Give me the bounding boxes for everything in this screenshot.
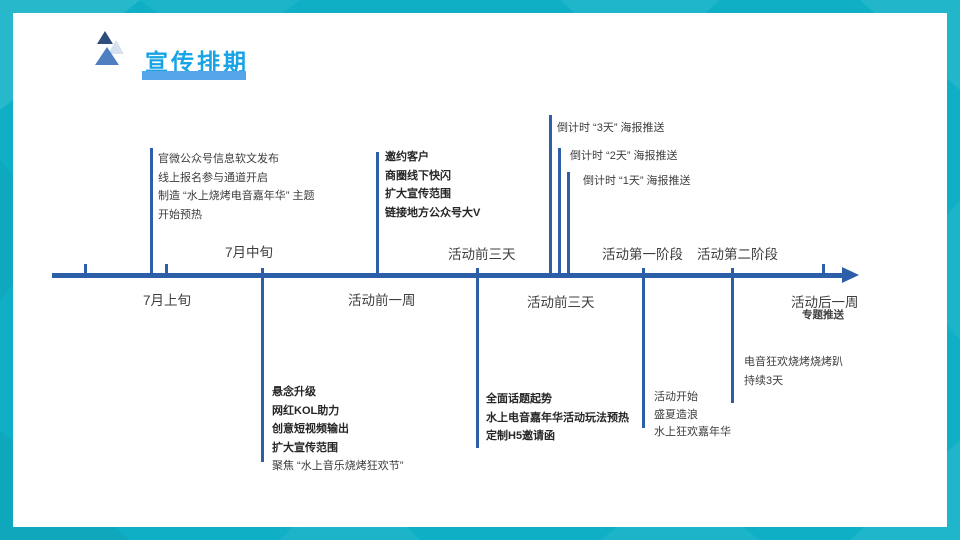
note-line: 悬念升级: [272, 386, 316, 398]
page-title: 宣传排期: [145, 49, 249, 75]
note-line: 全面话题起势: [486, 393, 552, 405]
axis-label-stage-one: 活动第一阶段: [602, 247, 683, 262]
connector-invite: [376, 152, 379, 273]
axis-label-mid-july: 7月中旬: [225, 245, 274, 260]
note-line: 定制H5邀请函: [486, 430, 556, 442]
axis-label-3days-before-bottom: 活动前三天: [527, 295, 595, 310]
countdown-3days-label: 倒计时 “3天” 海报推送: [557, 122, 665, 134]
note-line: 链接地方公众号大V: [385, 206, 481, 219]
note-block-suspense: 悬念升级 网红KOL助力 创意短视频输出 扩大宣传范围 聚焦 “水上音乐烧烤狂欢…: [272, 383, 403, 476]
note-line: 活动开始: [654, 391, 698, 403]
note-line: 扩大宣传范围: [272, 441, 338, 454]
timeline-tick: [165, 264, 168, 273]
axis-label-early-july: 7月上旬: [143, 293, 192, 308]
note-line: 邀约客户: [385, 151, 429, 163]
note-line: 扩大宣传范围: [385, 188, 451, 200]
timeline-tick: [84, 264, 87, 273]
note-line: 制造 “水上烧烤电音嘉年华” 主题: [158, 190, 315, 202]
note-line: 官微公众号信息软文发布: [158, 153, 279, 165]
note-block-preheat: 官微公众号信息软文发布 线上报名参与通道开启 制造 “水上烧烤电音嘉年华” 主题…: [158, 150, 314, 224]
connector-countdown-3: [549, 115, 552, 273]
note-line: 盛夏造浪: [654, 408, 698, 421]
note-block-topic: 全面话题起势 水上电音嘉年华活动玩法预热 定制H5邀请函: [486, 390, 629, 446]
note-line: 水上狂欢嘉年华: [654, 426, 731, 438]
note-line: 线上报名参与通道开启: [158, 171, 268, 184]
axis-label-week-after: 活动后一周: [791, 295, 859, 310]
note-block-invite: 邀约客户 商圈线下快闪 扩大宣传范围 链接地方公众号大V: [385, 148, 480, 222]
note-line: 网红KOL助力: [272, 404, 340, 417]
note-line: 开始预热: [158, 208, 202, 221]
note-line: 水上电音嘉年华活动玩法预热: [486, 411, 629, 424]
connector-kickoff: [642, 268, 645, 428]
axis-label-3days-before-top: 活动前三天: [448, 247, 516, 262]
slide-panel: 宣传排期 7月中旬 活动前三天 活动第一阶段 活动第二阶段 7月上旬 活动前一周…: [13, 13, 947, 527]
connector-preheat: [150, 148, 153, 273]
note-block-kickoff: 活动开始 盛夏造浪 水上狂欢嘉年华: [654, 389, 731, 442]
countdown-1days-label: 倒计时 “1天” 海报推送: [583, 175, 691, 187]
axis-label-stage-two: 活动第二阶段: [697, 247, 778, 262]
timeline-axis: [52, 273, 844, 278]
note-block-party: 电音狂欢烧烤烧烤趴 持续3天: [744, 353, 843, 391]
connector-suspense: [261, 268, 264, 462]
timeline-tick: [822, 264, 825, 273]
note-line: 电音狂欢烧烤烧烤趴: [744, 356, 843, 368]
connector-countdown-2: [558, 148, 561, 273]
countdown-2days-label: 倒计时 “2天” 海报推送: [570, 150, 678, 162]
timeline-arrowhead-icon: [842, 267, 859, 283]
note-line: 商圈线下快闪: [385, 169, 451, 182]
note-line: 持续3天: [744, 375, 784, 387]
logo-triangle-mid-icon: [95, 47, 119, 65]
axis-sublabel-topic-push: 专题推送: [802, 309, 844, 321]
axis-label-week-before: 活动前一周: [348, 293, 416, 308]
connector-topic: [476, 268, 479, 448]
title-underline-bar: [142, 71, 246, 80]
note-line: 聚焦 “水上音乐烧烤狂欢节”: [272, 460, 404, 472]
connector-party: [731, 268, 734, 403]
note-line: 创意短视频输出: [272, 423, 349, 435]
connector-countdown-1: [567, 172, 570, 273]
